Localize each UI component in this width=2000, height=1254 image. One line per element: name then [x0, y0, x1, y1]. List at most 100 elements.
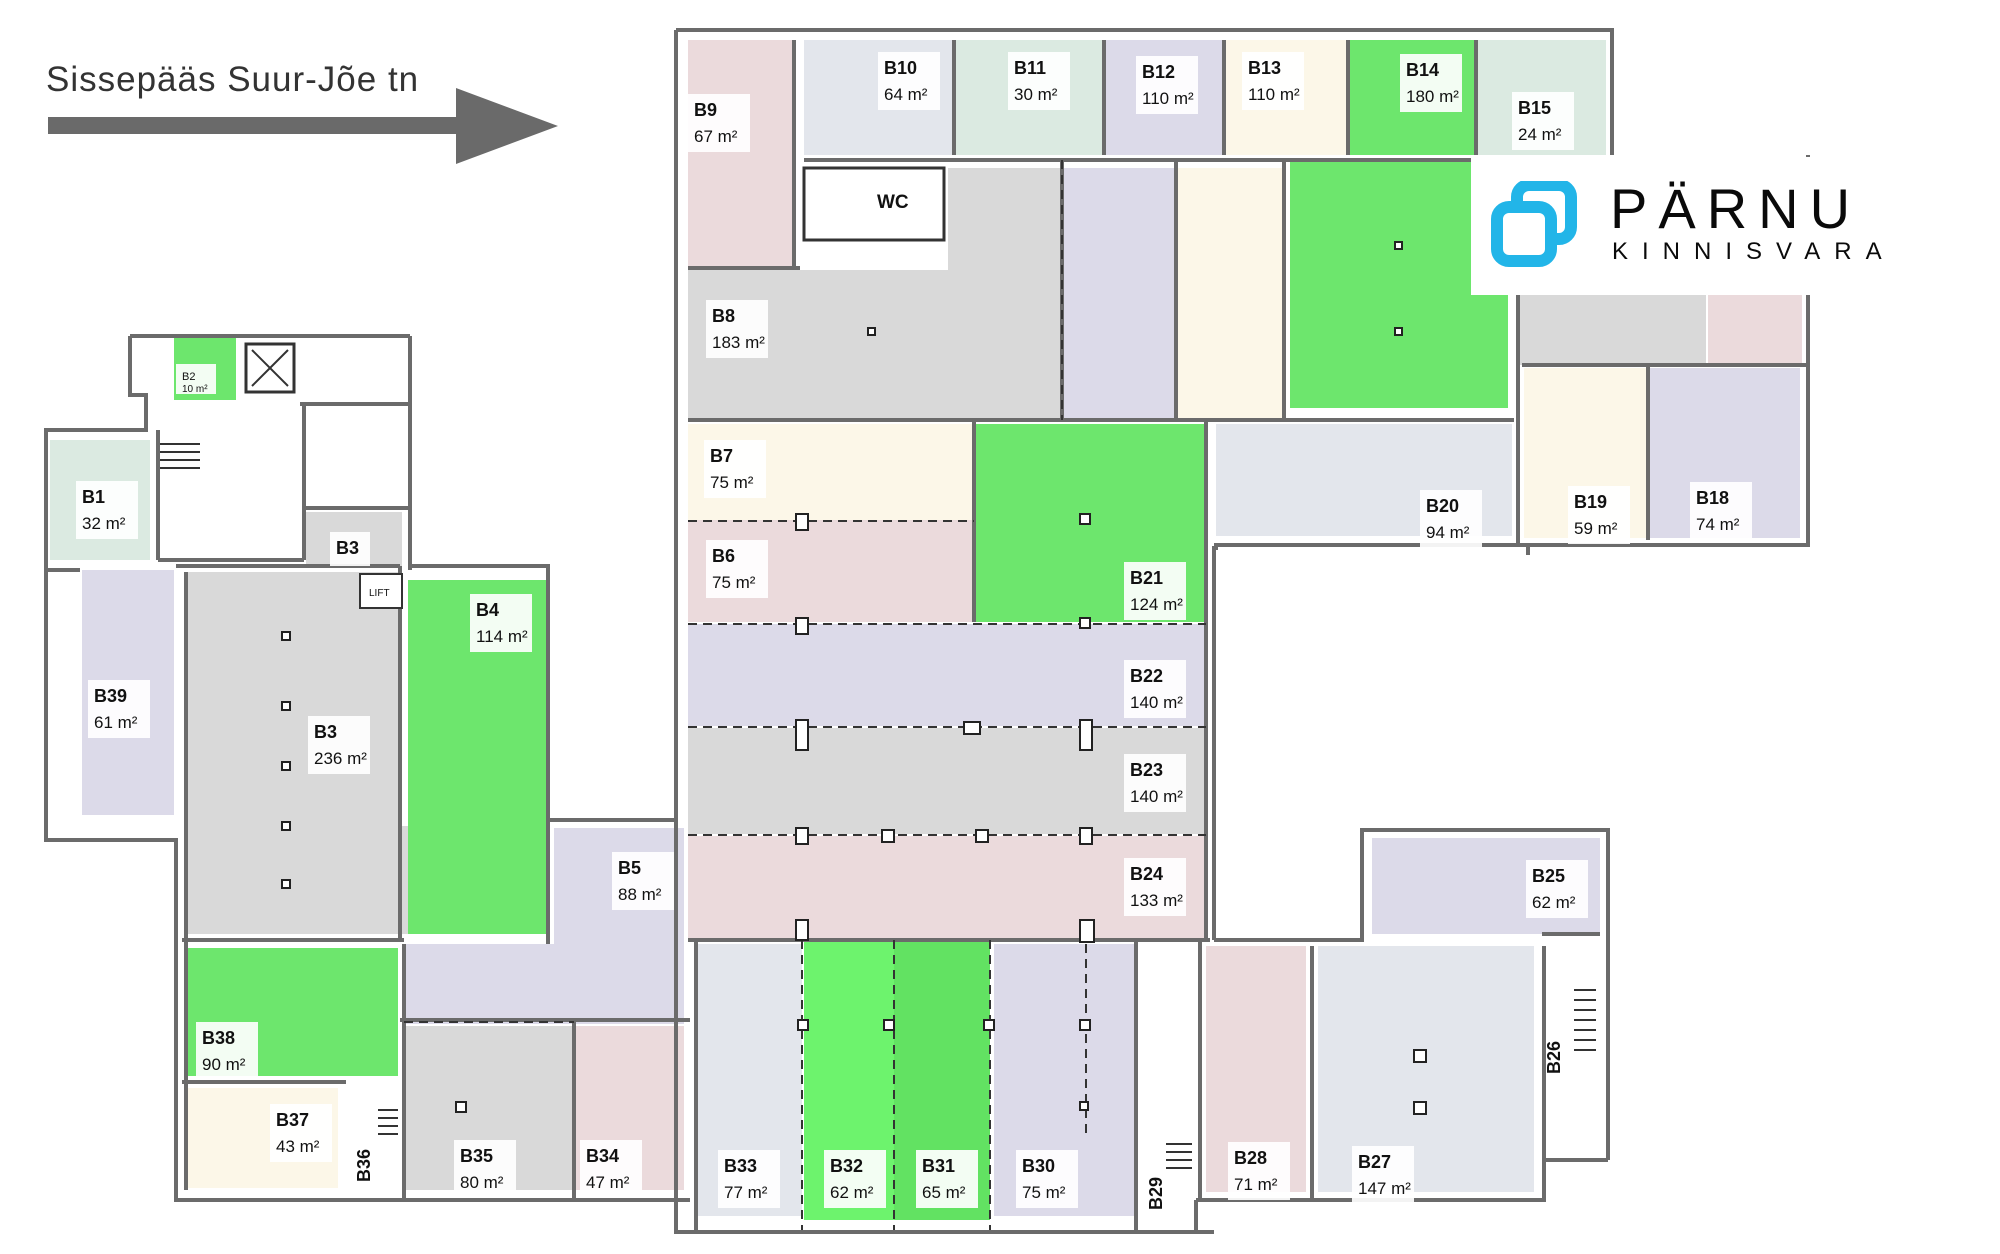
unit-name: B39 — [94, 686, 127, 706]
unit-label-b22: B22 140 m² — [1124, 660, 1186, 718]
unit-area: 94 m² — [1426, 523, 1470, 542]
dashed-partitions — [404, 160, 1206, 1230]
logo — [1471, 157, 2000, 295]
unit-name: B12 — [1142, 62, 1175, 82]
unit-area: 236 m² — [314, 749, 367, 768]
unit-area: 140 m² — [1130, 693, 1183, 712]
unit-label-b38: B38 90 m² — [196, 1022, 258, 1080]
unit-name: B7 — [710, 446, 733, 466]
unit-area: 61 m² — [94, 713, 138, 732]
unit-name: B38 — [202, 1028, 235, 1048]
entrance-label: Sissepääs Suur-Jõe tn — [46, 60, 420, 99]
unit-name: B6 — [712, 546, 735, 566]
unit-area: 65 m² — [922, 1183, 966, 1202]
room-B12-hall — [1064, 168, 1176, 418]
lift-label: LIFT — [369, 588, 390, 599]
unit-area: 75 m² — [712, 573, 756, 592]
unit-label-b15: B15 24 m² — [1512, 92, 1574, 150]
unit-name: B14 — [1406, 60, 1439, 80]
unit-area: 110 m² — [1142, 89, 1194, 108]
unit-area: 147 m² — [1358, 1179, 1411, 1198]
unit-label-b35: B35 80 m² — [454, 1140, 516, 1198]
unit-name: B21 — [1130, 568, 1163, 588]
unit-area: 114 m² — [476, 627, 528, 646]
unit-name: B10 — [884, 58, 917, 78]
unit-name: B27 — [1358, 1152, 1391, 1172]
unit-area: 64 m² — [884, 85, 928, 104]
unit-name: B31 — [922, 1156, 955, 1176]
unit-area: 180 m² — [1406, 87, 1459, 106]
unit-name: B15 — [1518, 98, 1551, 118]
unit-label-b6: B6 75 m² — [706, 540, 768, 598]
room-B24[interactable] — [688, 836, 1208, 938]
unit-name: B24 — [1130, 864, 1163, 884]
unit-label-b8: B8 183 m² — [706, 300, 768, 358]
unit-area: 90 m² — [202, 1055, 246, 1074]
unit-label-b26: B26 — [1544, 1041, 1564, 1074]
room-B5-corridor — [404, 944, 684, 1024]
logo-mark-icon — [1491, 181, 1577, 267]
unit-name: B35 — [460, 1146, 493, 1166]
room-B17 — [1708, 295, 1802, 365]
room-wc — [802, 166, 946, 242]
unit-area: 183 m² — [712, 333, 765, 352]
unit-area: 67 m² — [694, 127, 738, 146]
unit-area: 75 m² — [710, 473, 754, 492]
unit-area: 62 m² — [1532, 893, 1576, 912]
unit-name: B30 — [1022, 1156, 1055, 1176]
unit-area: 80 m² — [460, 1173, 504, 1192]
unit-name: B23 — [1130, 760, 1163, 780]
room-B22[interactable] — [688, 624, 1208, 726]
room-B8-ext — [948, 168, 1062, 272]
walls-layer — [44, 28, 1810, 1234]
unit-name: B37 — [276, 1110, 309, 1130]
stairs-icon — [160, 443, 1596, 1169]
unit-name: B8 — [712, 306, 735, 326]
unit-area: 71 m² — [1234, 1175, 1278, 1194]
unit-label-b14: B14 180 m² — [1400, 54, 1462, 112]
unit-label-b39: B39 61 m² — [88, 680, 150, 738]
room-B23[interactable] — [688, 728, 1208, 834]
unit-label-b7: B7 75 m² — [704, 440, 766, 498]
unit-label-b28: B28 71 m² — [1228, 1142, 1290, 1200]
unit-name: B29 — [1146, 1177, 1166, 1210]
unit-label-b31: B31 65 m² — [916, 1150, 978, 1208]
lift-box — [359, 573, 403, 609]
unit-label-b36: B36 — [354, 1149, 374, 1182]
unit-name: B36 — [354, 1149, 374, 1182]
unit-name: B5 — [618, 858, 641, 878]
columns — [281, 241, 1427, 1115]
room-B9[interactable] — [688, 40, 794, 266]
room-B16 — [1520, 295, 1706, 365]
unit-label-b25: B25 62 m² — [1526, 860, 1588, 918]
unit-name: B11 — [1014, 58, 1046, 78]
unit-name: B28 — [1234, 1148, 1267, 1168]
wc-label: WC — [877, 192, 909, 213]
unit-name: B9 — [694, 100, 717, 120]
unit-area: 24 m² — [1518, 125, 1562, 144]
unit-name: B22 — [1130, 666, 1163, 686]
unit-label-b3a: B3 — [330, 532, 370, 566]
unit-name: B18 — [1696, 488, 1729, 508]
logo-title: PÄRNU — [1610, 177, 1862, 240]
unit-label-b9: B9 67 m² — [688, 94, 750, 152]
room-B27[interactable] — [1318, 946, 1534, 1192]
unit-name: B25 — [1532, 866, 1565, 886]
